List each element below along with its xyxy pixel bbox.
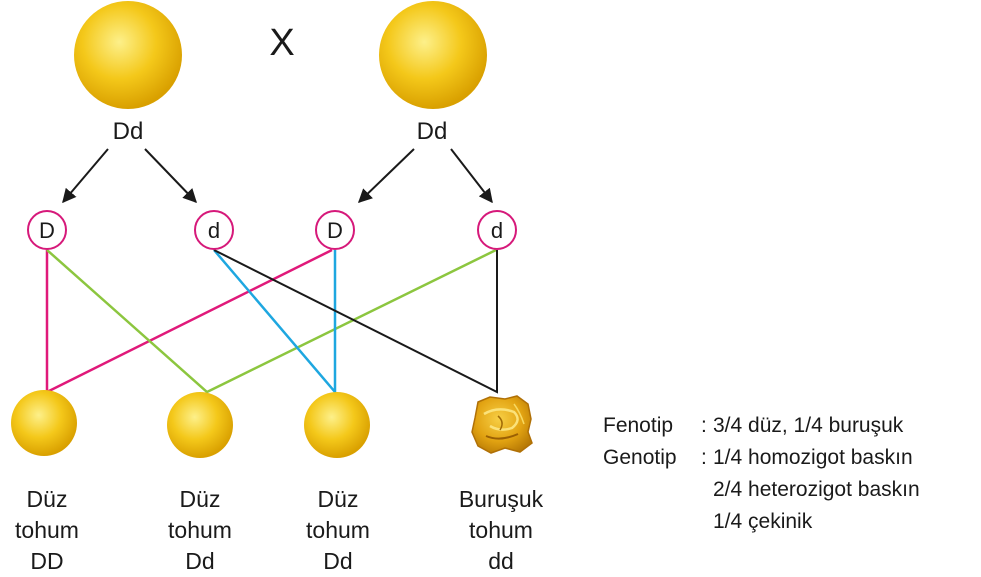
offspring-seed-word: tohum: [168, 517, 232, 543]
arrow-p2-to-g4: [450, 148, 493, 204]
line-d-to-dd-black: [213, 249, 498, 394]
offspring-genotype: dd: [488, 548, 514, 574]
offspring-phenotype: Düz: [26, 486, 68, 512]
gamete-circle-2: [194, 210, 234, 250]
offspring-label-1: Düz tohum DD: [0, 484, 112, 577]
arrow-p2-to-g3: [357, 148, 415, 203]
gamete-circle-4: [477, 210, 517, 250]
offspring-seed-word: tohum: [469, 517, 533, 543]
gamete-circle-3: [315, 210, 355, 250]
line-D-to-DD-magenta: [45, 248, 333, 395]
offspring-genotype: DD: [30, 548, 64, 574]
colon: :: [701, 446, 707, 469]
offspring-phenotype: Düz: [179, 486, 221, 512]
colon: :: [701, 414, 707, 437]
genotype-row: Genotip:1/4 homozigot baskın: [603, 442, 920, 474]
genotype-label: Genotip: [603, 446, 677, 469]
arrow-p1-to-g2: [144, 148, 197, 204]
parent-seed-right: [379, 1, 487, 109]
offspring-seed-smooth: [11, 390, 77, 456]
offspring-label-2: Düz tohum Dd: [135, 484, 265, 577]
ratio-summary: Fenotip:3/4 düz, 1/4 buruşuk Genotip:1/4…: [603, 410, 920, 538]
offspring-phenotype: Buruşuk: [458, 486, 544, 512]
offspring-phenotype: Düz: [317, 486, 359, 512]
offspring-seed-word: tohum: [306, 517, 370, 543]
gamete-label-3: D: [327, 218, 343, 243]
phenotype-label: Fenotip: [603, 414, 674, 437]
offspring-seed-smooth: [304, 392, 370, 458]
genotype-row-3: 1/4 çekinik: [603, 506, 920, 538]
phenotype-value: 3/4 düz, 1/4 buruşuk: [713, 414, 904, 437]
genotype-value-1: 1/4 homozigot baskın: [713, 446, 913, 469]
offspring-genotype: Dd: [185, 548, 215, 574]
offspring-seed-wrinkled: [471, 395, 533, 454]
offspring-seed-smooth: [167, 392, 233, 458]
phenotype-row: Fenotip:3/4 düz, 1/4 buruşuk: [603, 410, 920, 442]
line-d-to-Dd-cyan: [213, 249, 337, 396]
parent-genotype-left: Dd: [112, 118, 144, 145]
genotype-value-2: 2/4 heterozigot baskın: [713, 478, 920, 501]
cross-symbol: X: [269, 22, 295, 64]
gamete-circle-1: [27, 210, 67, 250]
genotype-value-3: 1/4 çekinik: [713, 510, 813, 533]
offspring-seed-word: tohum: [15, 517, 79, 543]
offspring-label-4: Buruşuk tohum dd: [436, 484, 566, 577]
genotype-row-2: 2/4 heterozigot baskın: [603, 474, 920, 506]
arrow-p1-to-g1: [62, 148, 109, 204]
gamete-label-1: D: [39, 218, 55, 243]
parent-genotype-right: Dd: [416, 118, 448, 145]
line-D-to-Dd-green: [46, 248, 497, 394]
offspring-label-3: Düz tohum Dd: [273, 484, 403, 577]
offspring-genotype: Dd: [323, 548, 353, 574]
gamete-label-2: d: [208, 218, 220, 243]
parent-seed-left: [74, 1, 182, 109]
gamete-label-4: d: [491, 218, 503, 243]
